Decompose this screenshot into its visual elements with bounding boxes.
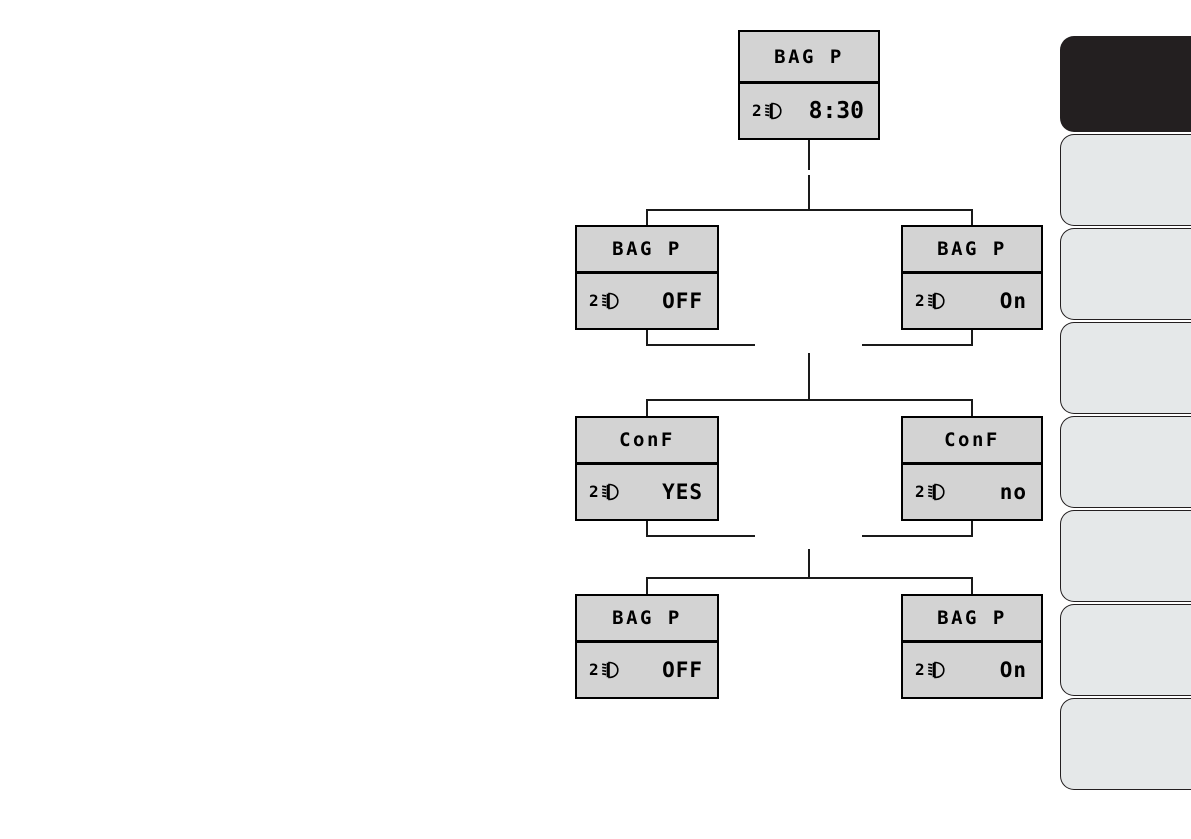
connector-v-row4-spine (808, 549, 810, 578)
lcd-display-bag-p-on-result: BAG P 2 On (901, 594, 1043, 699)
lcd-status-cluster: 2 (752, 102, 784, 120)
lcd-header-text: BAG P (612, 238, 682, 260)
lcd-body: 2 On (903, 643, 1041, 697)
connector-v-row3-left (646, 399, 648, 417)
connector-v-node4-down (646, 521, 648, 537)
side-tab-7[interactable] (1060, 604, 1191, 696)
lcd-body: 2 8:30 (740, 84, 878, 138)
lcd-status-digit: 2 (589, 482, 599, 501)
lcd-body: 2 OFF (577, 274, 717, 328)
side-tab-8[interactable] (1060, 698, 1191, 790)
lcd-display-bag-p-on: BAG P 2 On (901, 225, 1043, 330)
lcd-value-text: 8:30 (808, 98, 864, 124)
lcd-header: BAG P (577, 596, 717, 643)
lcd-body: 2 no (903, 465, 1041, 519)
side-tab-5[interactable] (1060, 416, 1191, 508)
lcd-header-text: ConF (619, 429, 675, 451)
connector-v-node2-down (646, 330, 648, 346)
tab-strip (1060, 0, 1191, 839)
lcd-header: BAG P (903, 596, 1041, 643)
lcd-header-text: BAG P (612, 607, 682, 629)
lamp-icon (927, 661, 947, 679)
connector-h-node3-stub (862, 344, 973, 346)
connector-v-row4-left (646, 577, 648, 595)
lcd-status-cluster: 2 (589, 661, 621, 679)
lcd-value-text: YES (662, 480, 703, 504)
lcd-body: 2 OFF (577, 643, 717, 697)
lcd-status-digit: 2 (752, 101, 762, 120)
lcd-header: BAG P (903, 227, 1041, 274)
lcd-status-digit: 2 (915, 291, 925, 310)
lcd-value-text: On (999, 289, 1027, 313)
lamp-icon (927, 483, 947, 501)
lamp-icon (601, 292, 621, 310)
lcd-body: 2 YES (577, 465, 717, 519)
lcd-status-cluster: 2 (915, 483, 947, 501)
side-tab-2[interactable] (1060, 134, 1191, 226)
connector-h-node5-stub (862, 535, 973, 537)
lcd-status-digit: 2 (589, 660, 599, 679)
lamp-icon (601, 661, 621, 679)
lcd-status-digit: 2 (589, 291, 599, 310)
lcd-value-text: OFF (662, 658, 703, 682)
connector-v-node3-down (971, 330, 973, 346)
lcd-value-text: On (999, 658, 1027, 682)
connector-v-node5-down (971, 521, 973, 537)
connector-h-node2-stub (646, 344, 755, 346)
lamp-icon (764, 102, 784, 120)
lcd-header-text: ConF (944, 429, 1000, 451)
lamp-icon (927, 292, 947, 310)
lcd-status-cluster: 2 (589, 483, 621, 501)
lcd-display-conf-yes: ConF 2 YES (575, 416, 719, 521)
lcd-status-digit: 2 (915, 482, 925, 501)
side-tab-1[interactable] (1060, 36, 1191, 132)
connector-h-node4-stub (646, 535, 755, 537)
connector-v-row2-right (971, 209, 973, 227)
lcd-status-cluster: 2 (915, 661, 947, 679)
connector-v-row4-right (971, 577, 973, 595)
lcd-header: BAG P (577, 227, 717, 274)
connector-v-row2-left (646, 209, 648, 227)
lcd-header: ConF (903, 418, 1041, 465)
lcd-header-text: BAG P (937, 607, 1007, 629)
lcd-header-text: BAG P (774, 45, 844, 68)
lcd-status-cluster: 2 (915, 292, 947, 310)
lamp-icon (601, 483, 621, 501)
lcd-status-cluster: 2 (589, 292, 621, 310)
lcd-value-text: OFF (662, 289, 703, 313)
side-tab-4[interactable] (1060, 322, 1191, 414)
side-tab-6[interactable] (1060, 510, 1191, 602)
lcd-value-text: no (999, 480, 1027, 504)
side-tab-3[interactable] (1060, 228, 1191, 320)
lcd-header-text: BAG P (937, 238, 1007, 260)
connector-h-row2-bar (647, 209, 972, 211)
connector-h-row3-bar (647, 399, 972, 401)
lcd-display-bag-p-clock: BAG P 2 8:30 (738, 30, 880, 140)
lcd-header: ConF (577, 418, 717, 465)
lcd-display-bag-p-off-result: BAG P 2 OFF (575, 594, 719, 699)
lcd-header: BAG P (740, 32, 878, 84)
lcd-status-digit: 2 (915, 660, 925, 679)
lcd-display-conf-no: ConF 2 no (901, 416, 1043, 521)
connector-v-node1-down (808, 140, 810, 170)
connector-v-row3-right (971, 399, 973, 417)
connector-h-row4-bar (647, 577, 972, 579)
connector-v-row2-spine (808, 175, 810, 209)
lcd-display-bag-p-off: BAG P 2 OFF (575, 225, 719, 330)
connector-v-row3-spine (808, 353, 810, 400)
lcd-body: 2 On (903, 274, 1041, 328)
